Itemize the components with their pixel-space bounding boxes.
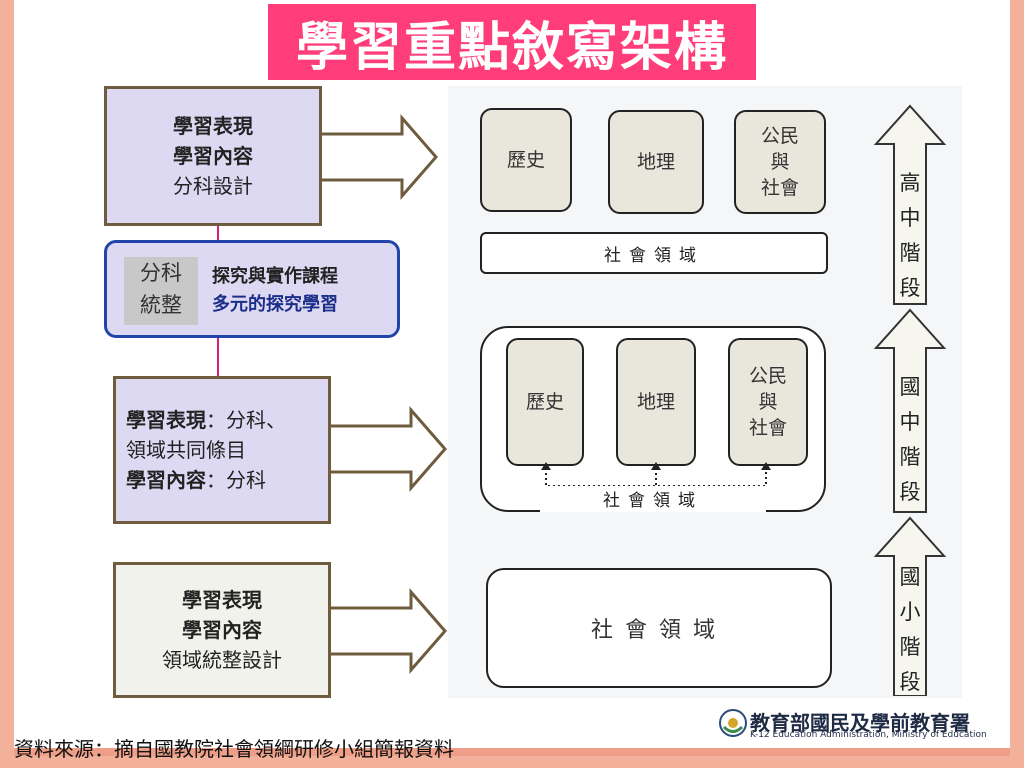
ministry-logo-icon [719, 709, 747, 737]
junior-high-learning-box: 學習表現：分科、 領域共同條目 學習內容：分科 [113, 376, 331, 524]
high-civics-line3: 社會 [760, 177, 799, 199]
elem-perf-label: 學習表現 [182, 588, 262, 612]
arrow-high [318, 113, 438, 201]
inquiry-learning-label: 多元的探究學習 [212, 294, 338, 315]
elementary-social-domain-box: 社會領域 [486, 568, 832, 688]
integration-tag-line2: 統整 [140, 293, 182, 317]
connector-line-bottom [217, 338, 219, 378]
high-civics-box: 公民 與 社會 [734, 110, 826, 214]
mid-content-label: 學習內容 [126, 468, 206, 492]
dotted-connector [541, 462, 771, 487]
mid-perf-label: 學習表現 [126, 408, 206, 432]
elem-content-label: 學習內容 [182, 618, 262, 642]
mid-social-domain-label: 社會領域 [540, 486, 766, 512]
page-title: 學習重點敘寫架構 [268, 4, 756, 80]
mid-common-label: 領域共同條目 [126, 438, 246, 462]
high-geography-box: 地理 [608, 110, 704, 214]
integration-tag-line1: 分科 [140, 261, 182, 285]
elem-design-label: 領域統整設計 [162, 648, 282, 672]
high-social-domain-bar: 社會領域 [480, 232, 828, 274]
mid-civics-line3: 社會 [748, 417, 787, 439]
elementary-learning-box: 學習表現 學習內容 領域統整設計 [113, 562, 331, 698]
mid-civics-box: 公民 與 社會 [728, 338, 808, 466]
mid-content-rest: ：分科 [206, 468, 266, 492]
high-perf-label: 學習表現 [173, 114, 253, 138]
left-border-stripe [0, 0, 14, 768]
junior-high-stage-label: 國中階段 [899, 375, 921, 504]
ministry-name-en: K-12 Education Administration, Ministry … [750, 730, 987, 740]
stage-arrows [873, 104, 947, 696]
high-stage-label: 高中階段 [899, 171, 921, 300]
arrow-middle [327, 405, 447, 493]
high-school-learning-box: 學習表現 學習內容 分科設計 [104, 86, 322, 226]
integration-tag: 分科 統整 [124, 257, 198, 325]
right-border-stripe [1010, 0, 1024, 768]
high-design-label: 分科設計 [173, 174, 253, 198]
arrow-elementary [327, 587, 447, 675]
inquiry-course-label: 探究與實作課程 [212, 266, 338, 287]
high-civics-line2: 與 [770, 151, 790, 173]
mid-history-box: 歷史 [506, 338, 584, 466]
elementary-stage-label: 國小階段 [899, 565, 921, 694]
mid-perf-rest: ：分科、 [206, 408, 286, 432]
mid-civics-line1: 公民 [748, 365, 787, 387]
high-history-box: 歷史 [480, 108, 572, 212]
source-note: 資料來源：摘自國教院社會領綱研修小組簡報資料 [14, 737, 454, 761]
mid-civics-line2: 與 [758, 391, 778, 413]
ministry-name-zh: 教育部國民及學前教育署 [750, 711, 970, 735]
mid-geography-box: 地理 [616, 338, 696, 466]
bottom-band [14, 748, 1010, 756]
connector-line-top [217, 225, 219, 241]
high-content-label: 學習內容 [173, 144, 253, 168]
high-civics-line1: 公民 [760, 125, 799, 147]
